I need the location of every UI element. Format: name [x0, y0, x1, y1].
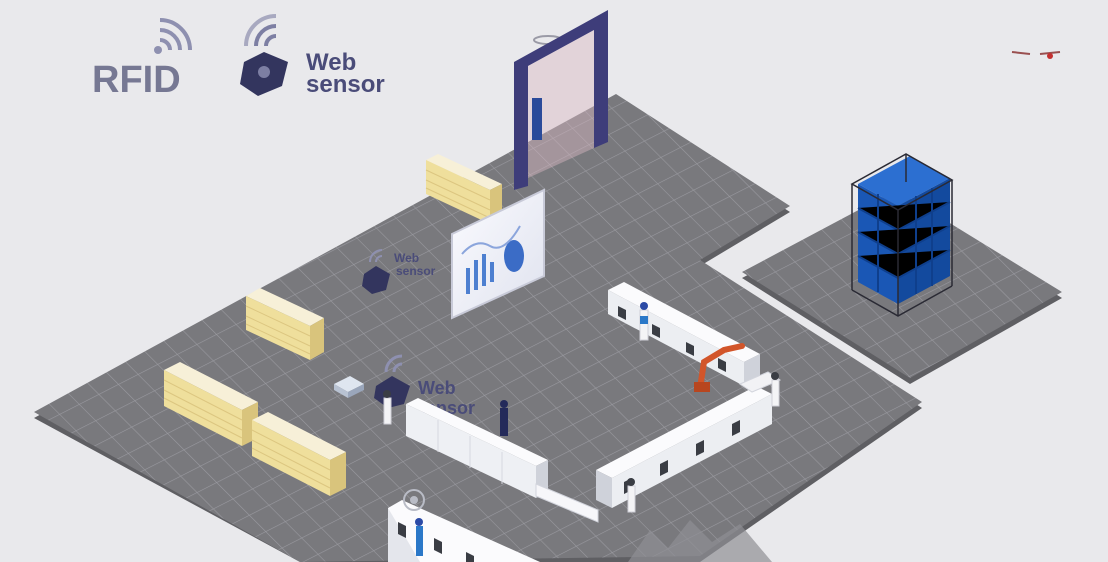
robot-arm: [694, 343, 745, 392]
rfid-legend: RFID: [92, 18, 192, 101]
rack-frame: [850, 153, 954, 317]
analytics-dashboard-screen: [451, 188, 545, 320]
rfid-gate: [514, 10, 608, 190]
production-line-bottom: [388, 489, 540, 562]
web-sensor-a: Web sensor: [362, 249, 436, 294]
web-sensor-b-icon: [374, 354, 410, 408]
conveyor-belt: [535, 483, 599, 523]
rfid-reader: [532, 98, 542, 140]
web-sensor-icon: [240, 14, 288, 96]
dashboard-bar-chart: [466, 254, 494, 294]
crate-stack-left: [245, 288, 324, 360]
web-sensor-b-line1: Web: [418, 378, 456, 398]
rack-containers: [857, 156, 951, 304]
crate-stack-bottom-b: [251, 412, 346, 496]
storage-rack: [850, 153, 954, 317]
dashboard-pie-chart: [504, 240, 524, 272]
bottom-silhouette: [628, 520, 772, 562]
rfid-label: RFID: [92, 59, 181, 101]
web-sensor-a-line2: sensor: [396, 264, 436, 278]
web-sensor-legend-line2: sensor: [306, 71, 385, 98]
worker-2: [500, 400, 508, 436]
crate-stack-bottom-a: [163, 362, 258, 446]
control-box: [334, 376, 364, 398]
web-sensor-a-line1: Web: [394, 251, 419, 265]
web-sensor-legend-line1: Web: [306, 49, 356, 76]
worker-3: [383, 390, 392, 425]
production-line-right: [596, 371, 782, 508]
factory-floor: [34, 94, 922, 562]
worker-1: [639, 302, 649, 341]
rfid-signal-icon: [159, 18, 192, 51]
corner-mark: [1011, 51, 1061, 59]
worker-5: [771, 372, 780, 407]
web-sensor-a-icon: [362, 249, 390, 294]
worker-4: [627, 478, 636, 513]
web-sensor-legend: Web sensor: [240, 14, 385, 98]
